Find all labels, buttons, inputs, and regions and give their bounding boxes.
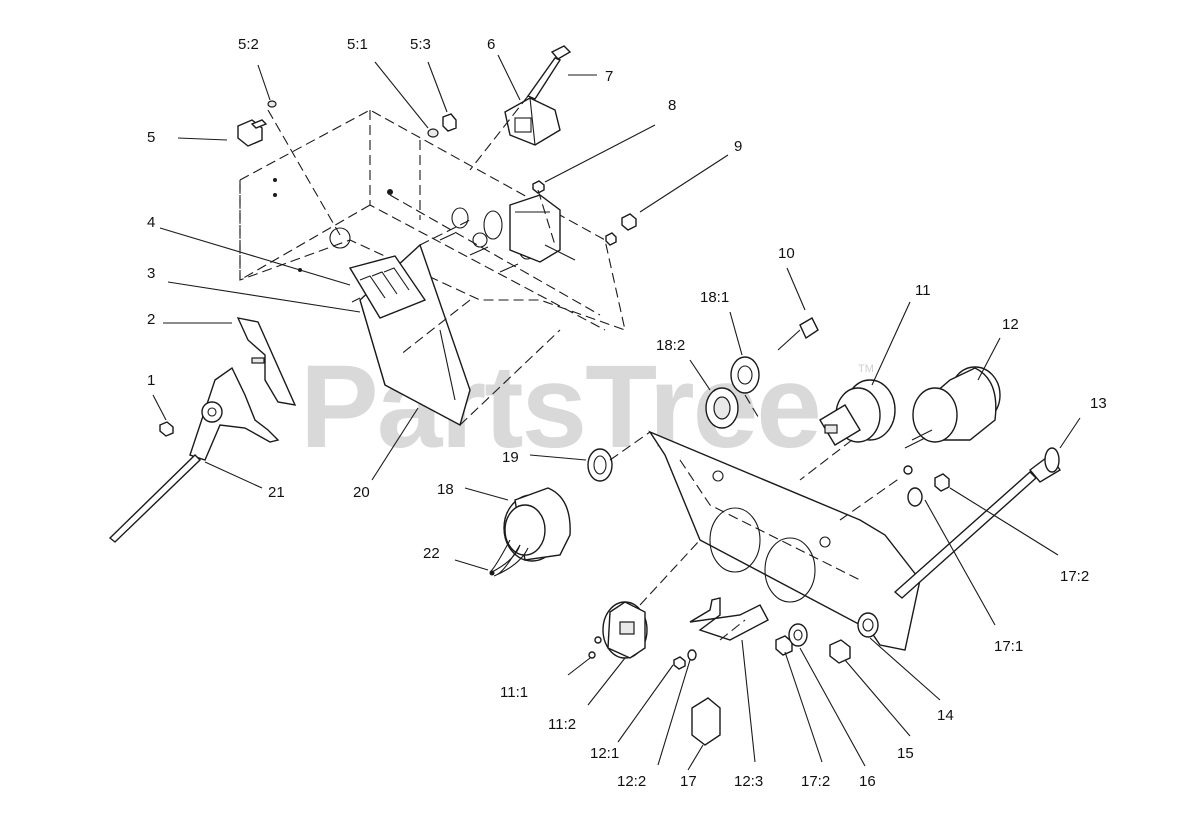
callout-12: 12 (1002, 316, 1019, 333)
hardware-12-1-12-2 (673, 649, 697, 670)
callout-8: 8 (668, 97, 676, 114)
callout-12-3: 12:3 (734, 773, 763, 790)
callout-14: 14 (937, 707, 954, 724)
callout-18: 18 (437, 481, 454, 498)
washer-part-19 (587, 448, 613, 482)
upper-console-box (239, 109, 626, 331)
callout-11-2: 11:2 (548, 716, 576, 733)
callout-18-1: 18:1 (700, 289, 729, 306)
leader-lines (152, 54, 1081, 771)
callout-18-2: 18:2 (656, 337, 685, 354)
relay-part-4 (348, 255, 427, 319)
assembly-lines (267, 109, 853, 641)
lever-part-21 (108, 366, 280, 543)
callout-9: 9 (734, 138, 742, 155)
callout-13: 13 (1090, 395, 1107, 412)
hour-meter-part-18 (489, 487, 571, 575)
callout-21: 21 (268, 484, 285, 501)
callout-5: 5 (147, 129, 155, 146)
callout-labels: 5:2 5:1 5:3 6 7 8 5 9 4 10 3 11 18:1 12 … (147, 36, 1107, 790)
clip-part-12-3 (689, 597, 769, 641)
callout-20: 20 (353, 484, 370, 501)
callout-5-3: 5:3 (410, 36, 431, 53)
callout-10: 10 (778, 245, 795, 262)
callout-7: 7 (605, 68, 613, 85)
light-part-11-2 (588, 601, 648, 659)
callout-11-1: 11:1 (500, 684, 528, 701)
switch-part-11 (819, 379, 896, 446)
nuts-15-16-17-2 (775, 612, 879, 664)
callout-11: 11 (915, 282, 931, 299)
callout-17-2-right: 17:2 (1060, 568, 1089, 585)
callout-19: 19 (502, 449, 519, 466)
callout-6: 6 (487, 36, 495, 53)
bracket-part-2 (236, 317, 297, 406)
choke-part-13 (893, 447, 1061, 599)
callout-22: 22 (423, 545, 440, 562)
hardware-17-1-17-2 (907, 473, 950, 507)
connector-part-6 (504, 97, 561, 146)
harness-part-22 (489, 544, 529, 577)
callout-16: 16 (859, 773, 876, 790)
gauge-part-12 (903, 366, 1001, 475)
callout-3: 3 (147, 265, 155, 282)
callout-17-1: 17:1 (994, 638, 1023, 655)
callout-17-2-bottom: 17:2 (801, 773, 830, 790)
callout-17: 17 (680, 773, 697, 790)
callout-5-2: 5:2 (238, 36, 259, 53)
key-part-10 (777, 317, 819, 351)
bolt-part-7 (469, 45, 572, 171)
callout-12-1: 12:1 (590, 745, 619, 762)
watermark-trademark: TM (858, 363, 874, 375)
block-part-17 (691, 697, 721, 746)
callout-12-2: 12:2 (617, 773, 646, 790)
callout-4: 4 (147, 214, 155, 231)
knob-part-5 (237, 100, 457, 147)
nut-part-18-1 (730, 356, 760, 394)
callout-1: 1 (147, 372, 155, 389)
washer-part-18-2 (705, 387, 739, 429)
hardware-parts-8-9 (532, 180, 637, 246)
callout-2: 2 (147, 311, 155, 328)
callout-15: 15 (897, 745, 914, 762)
callout-5-1: 5:1 (347, 36, 368, 53)
lower-dash-panel (648, 430, 921, 651)
